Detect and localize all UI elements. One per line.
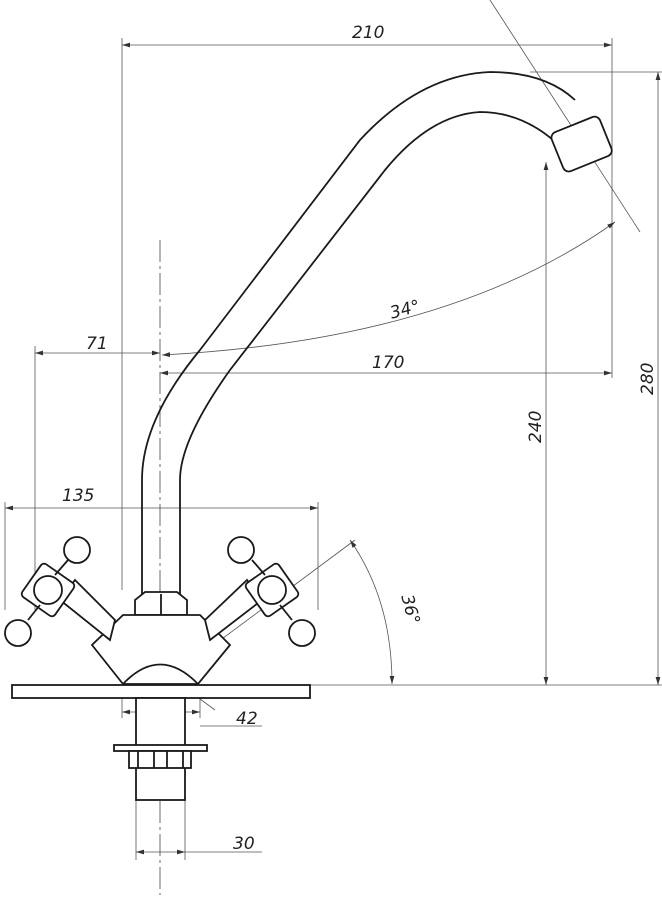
spout — [141, 71, 576, 595]
dim-170: 170 — [372, 353, 404, 373]
dim-240: 240 — [526, 411, 546, 443]
lock-nut — [128, 750, 192, 769]
left-handle — [4, 536, 116, 647]
dim-135: 135 — [62, 486, 94, 506]
body-dome — [122, 663, 199, 685]
right-handle — [203, 536, 316, 647]
dim-42: 42 — [236, 709, 258, 729]
dim-34deg: 34° — [388, 296, 422, 323]
faucet — [4, 71, 613, 801]
aerator-nozzle — [550, 115, 613, 173]
base-plate — [11, 684, 311, 699]
dim-30: 30 — [233, 834, 255, 854]
dim-36deg: 36° — [396, 592, 423, 626]
dim-280: 280 — [638, 363, 658, 395]
dim-210: 210 — [352, 23, 384, 43]
dimension-lines — [5, 42, 661, 855]
dim-71: 71 — [86, 334, 108, 354]
flange — [113, 744, 208, 752]
